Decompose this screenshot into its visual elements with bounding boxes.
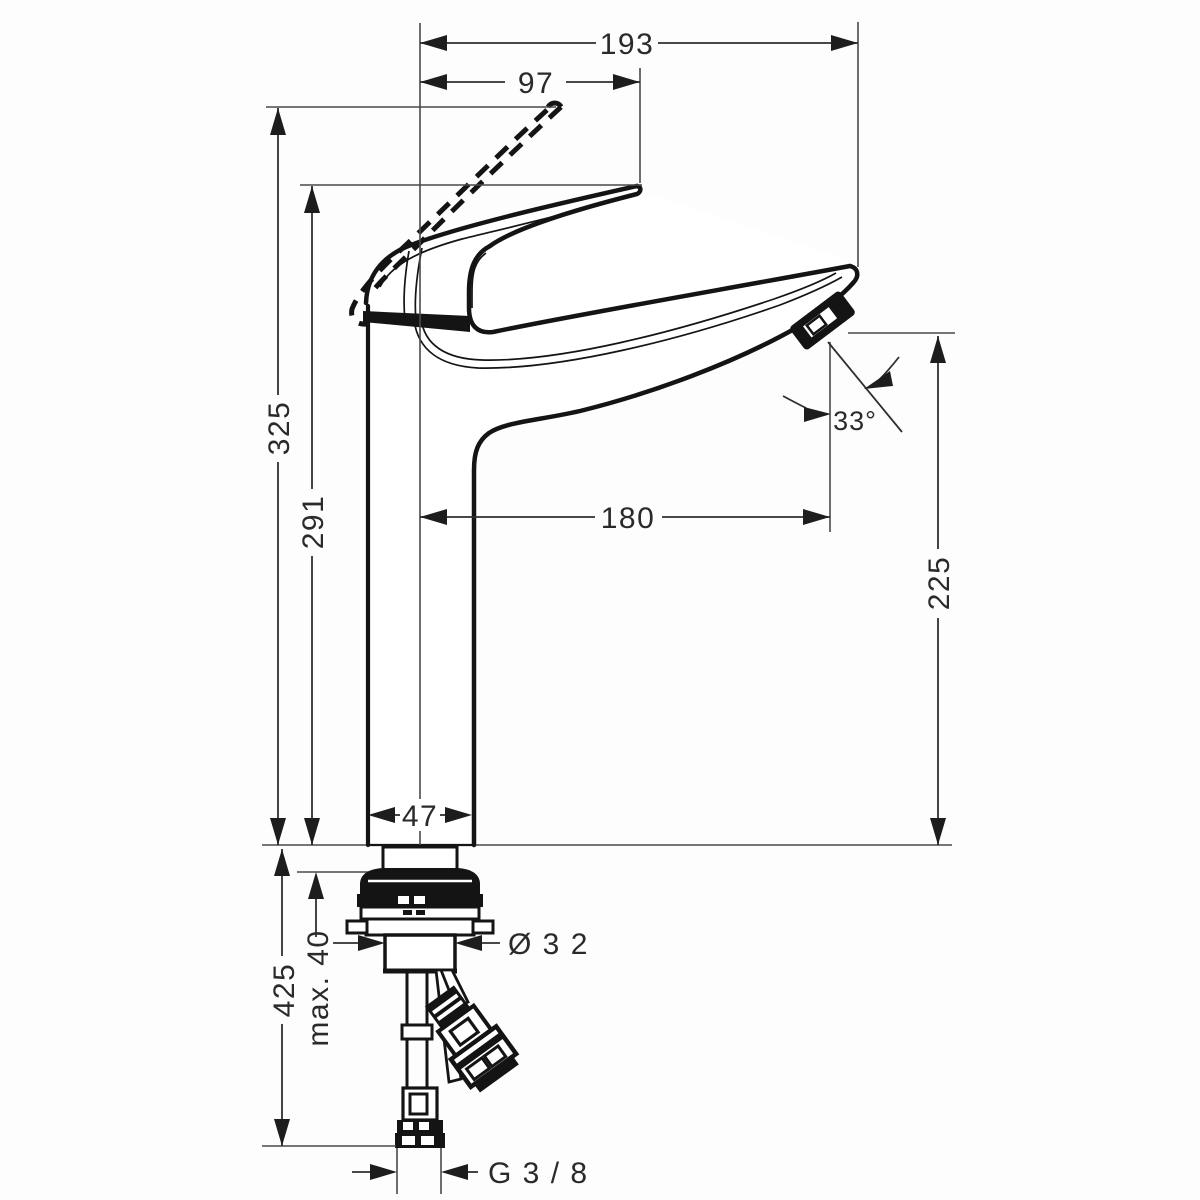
dimension-325: 325 xyxy=(263,108,296,845)
dim-handle-reach-label: 97 xyxy=(518,67,554,100)
mounting-hardware xyxy=(345,845,495,974)
spout-top-edge xyxy=(466,243,853,335)
dimension-diameter-32: Ø 3 2 xyxy=(333,928,589,961)
dimension-291: 291 xyxy=(297,186,330,845)
elbow-inner-line xyxy=(471,252,487,308)
hose-connector xyxy=(424,985,520,1093)
faucet-body xyxy=(363,183,860,848)
dim-spout-outlet-height-label: 225 xyxy=(923,556,956,611)
dim-spout-angle-label: 33° xyxy=(833,406,877,436)
faucet-silhouette xyxy=(368,185,859,845)
spout-inner-line-1 xyxy=(413,276,843,369)
dimension-angle-33: 33° xyxy=(782,341,903,436)
dimension-max-40: max. 40 xyxy=(302,872,335,1047)
dim-handle-height-label: 291 xyxy=(297,495,330,550)
dim-body-width-label: 47 xyxy=(402,800,438,833)
spout-inner-line-2 xyxy=(420,272,837,361)
dimension-425: 425 xyxy=(268,849,301,1146)
dim-total-height-label: 325 xyxy=(263,401,296,456)
spout-nose xyxy=(847,263,860,286)
dim-spout-reach-label: 180 xyxy=(601,502,656,535)
dimension-180: 180 xyxy=(420,502,830,535)
handle-outer-edge xyxy=(363,183,640,306)
dimension-g38: G 3 / 8 xyxy=(352,1157,589,1190)
dim-tap-hole-diameter-label: Ø 3 2 xyxy=(508,928,589,961)
dimension-97: 97 xyxy=(420,67,640,100)
dimension-225: 225 xyxy=(923,336,956,845)
dimension-193: 193 xyxy=(420,28,858,61)
dim-total-reach-label: 193 xyxy=(600,28,655,61)
dim-max-mounting-thickness-label: max. 40 xyxy=(302,929,335,1046)
aerator xyxy=(790,291,855,350)
dim-connection-thread-label: G 3 / 8 xyxy=(488,1157,589,1190)
supply-pipe xyxy=(395,973,445,1148)
handle-raised-position-dashed xyxy=(349,100,565,327)
extension-lines xyxy=(262,22,955,1194)
handle-joint-band xyxy=(363,311,470,332)
dimension-47: 47 xyxy=(368,799,472,833)
dim-installation-length-label: 425 xyxy=(268,963,301,1018)
